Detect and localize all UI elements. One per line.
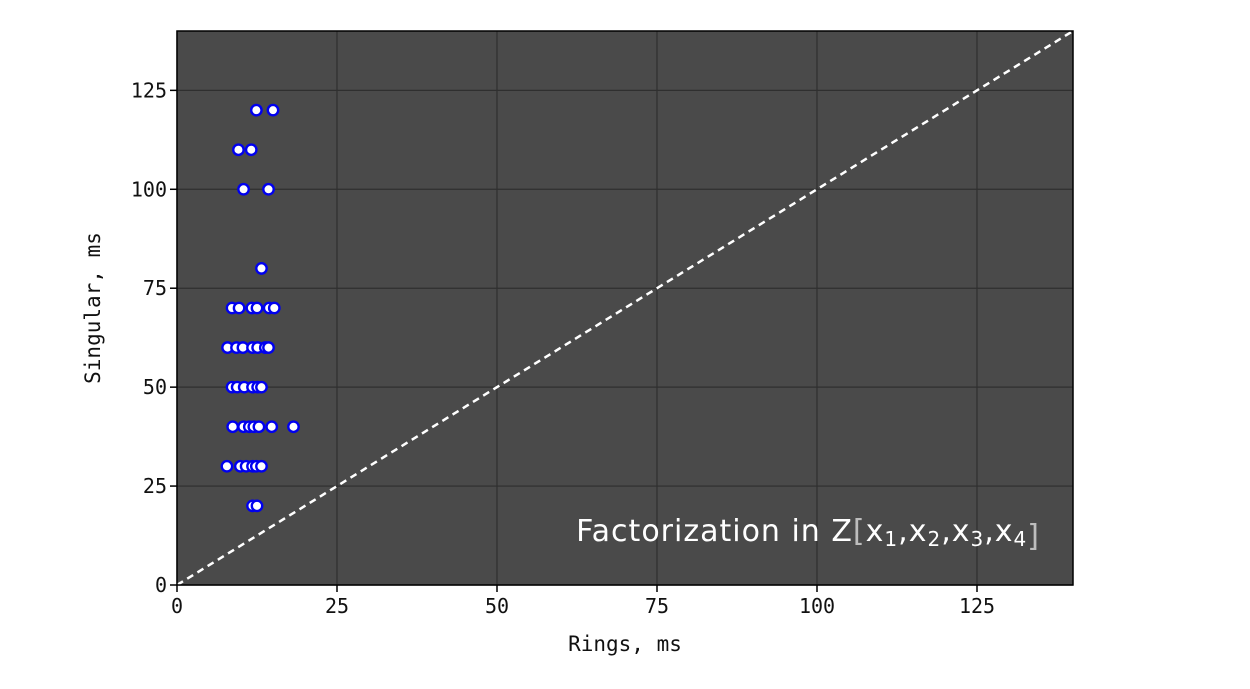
data-point-10: [250, 301, 264, 315]
data-point-0: [249, 103, 263, 117]
data-point-4: [237, 182, 250, 196]
x-axis-label: Rings, ms: [568, 632, 682, 656]
annotation-separator-2: ,: [941, 514, 952, 549]
data-point-3: [244, 143, 258, 157]
data-point-19: [262, 341, 275, 354]
y-axis-ticks: 0 25 50 75 100 125: [131, 78, 177, 597]
annotation-separator-3: ,: [984, 514, 995, 549]
y-tick-label-3: 75: [143, 276, 167, 300]
data-points: [220, 103, 300, 513]
data-point-1: [266, 103, 280, 117]
data-point-40: [250, 499, 264, 513]
x-tick-label-3: 75: [645, 594, 669, 618]
data-point-33: [220, 459, 234, 473]
data-point-38: [255, 459, 268, 473]
data-point-6: [255, 262, 268, 275]
annotation-sub-4: 4: [1014, 527, 1028, 551]
chart-annotation: Factorization in Z[x1,x2,x3,x4]: [576, 514, 1040, 554]
y-tick-label-5: 125: [131, 78, 167, 102]
y-tick-label-0: 0: [155, 573, 167, 597]
x-tick-label-5: 125: [959, 594, 995, 618]
data-point-8: [232, 301, 246, 315]
annotation-separator-1: ,: [898, 514, 909, 549]
y-axis-label: Singular, ms: [81, 232, 105, 384]
y-tick-label-2: 50: [143, 375, 167, 399]
x-tick-label-0: 0: [171, 594, 183, 618]
data-point-12: [267, 301, 281, 315]
plot-frame: [176, 30, 1074, 586]
y-tick-label-4: 100: [131, 177, 167, 201]
data-point-32: [287, 420, 300, 434]
annotation-close-bracket: ]: [1027, 519, 1040, 554]
x-tick-label-1: 25: [325, 594, 349, 618]
data-point-30: [252, 420, 266, 434]
annotation-sub-3: 3: [971, 527, 985, 551]
annotation-var-2: x: [909, 514, 928, 549]
x-tick-label-4: 100: [799, 594, 835, 618]
annotation-var-4: x: [995, 514, 1014, 549]
annotation-sub-1: 1: [884, 527, 898, 551]
annotation-open-bracket: [: [853, 514, 866, 549]
annotation-prefix: Factorization in Z: [576, 514, 853, 549]
x-axis-ticks: 0 25 50 75 100 125: [171, 585, 995, 618]
data-point-2: [232, 143, 245, 157]
x-tick-label-2: 50: [485, 594, 509, 618]
y-tick-label-1: 25: [143, 474, 167, 498]
reference-line-y-equals-x: [176, 29, 1074, 587]
data-point-26: [226, 420, 240, 434]
data-point-31: [265, 420, 279, 434]
annotation-sub-2: 2: [927, 527, 941, 551]
annotation-var-1: x: [866, 514, 885, 549]
data-point-5: [262, 182, 275, 196]
data-point-25: [255, 380, 268, 394]
annotation-var-3: x: [952, 514, 971, 549]
